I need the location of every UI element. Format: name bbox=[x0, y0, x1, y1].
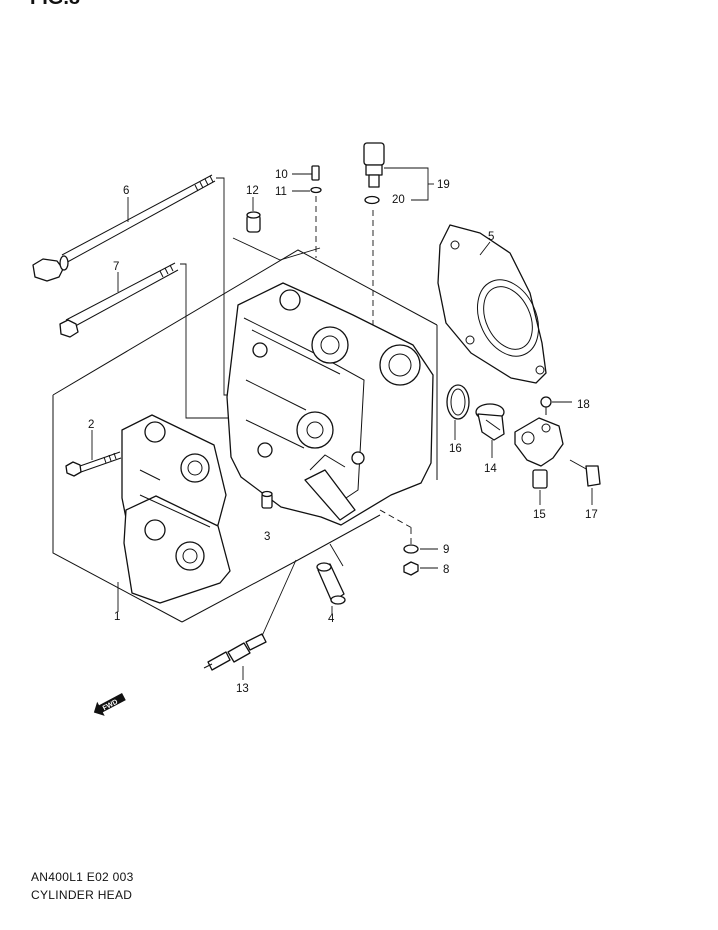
part-2-bolt bbox=[65, 430, 122, 477]
assembly-frame bbox=[52, 249, 438, 623]
callout-3: 3 bbox=[264, 531, 270, 543]
callout-20: 20 bbox=[392, 194, 405, 206]
part-10-11-stud bbox=[292, 165, 322, 258]
callout-10: 10 bbox=[275, 169, 288, 181]
part-6-long-bolt bbox=[32, 174, 240, 396]
callout-9: 9 bbox=[443, 544, 449, 556]
callout-4: 4 bbox=[328, 613, 335, 625]
part-17-fitting bbox=[569, 459, 601, 505]
callout-1: 1 bbox=[114, 611, 120, 623]
callout-16: 16 bbox=[449, 443, 462, 455]
callout-11: 11 bbox=[275, 186, 287, 198]
part-18-bleed-bolt bbox=[540, 396, 572, 415]
callout-5: 5 bbox=[488, 231, 494, 243]
part-13-spark-plug bbox=[203, 559, 297, 680]
fwd-label: FWD bbox=[102, 699, 119, 713]
callout-2: 2 bbox=[88, 419, 94, 431]
part-4-sleeve bbox=[316, 543, 346, 614]
part-14-thermostat bbox=[475, 403, 505, 458]
part-7-bolt bbox=[59, 262, 232, 419]
fwd-arrow-icon: FWD bbox=[93, 693, 126, 716]
part-5-head-gasket bbox=[437, 224, 547, 384]
model-code: AN400L1 E02 003 bbox=[31, 870, 134, 884]
part-15-thermostat-cover bbox=[514, 417, 564, 505]
part-1-cam-holder bbox=[117, 414, 231, 612]
callout-6: 6 bbox=[123, 185, 129, 197]
part-19-20-sensor bbox=[363, 142, 434, 345]
callout-14: 14 bbox=[484, 463, 497, 475]
diagram-title: CYLINDER HEAD bbox=[31, 888, 133, 902]
callout-13: 13 bbox=[236, 683, 249, 695]
callout-7: 7 bbox=[113, 261, 119, 273]
callout-labels: 1 2 3 4 5 6 7 8 9 10 11 12 13 14 15 16 1… bbox=[88, 169, 598, 695]
figure-heading: FIG.8 bbox=[30, 0, 80, 9]
callout-15: 15 bbox=[533, 509, 546, 521]
part-16-o-ring bbox=[446, 384, 470, 440]
callout-8: 8 bbox=[443, 564, 449, 576]
callout-19: 19 bbox=[437, 179, 450, 191]
callout-12: 12 bbox=[246, 185, 259, 197]
part-8-9-bolt-washer bbox=[403, 528, 438, 576]
cylinder-head-block bbox=[226, 282, 434, 526]
part-12-dowel bbox=[232, 197, 321, 261]
callout-18: 18 bbox=[577, 399, 590, 411]
callout-17: 17 bbox=[585, 509, 598, 521]
part-3-dowel bbox=[261, 490, 273, 509]
